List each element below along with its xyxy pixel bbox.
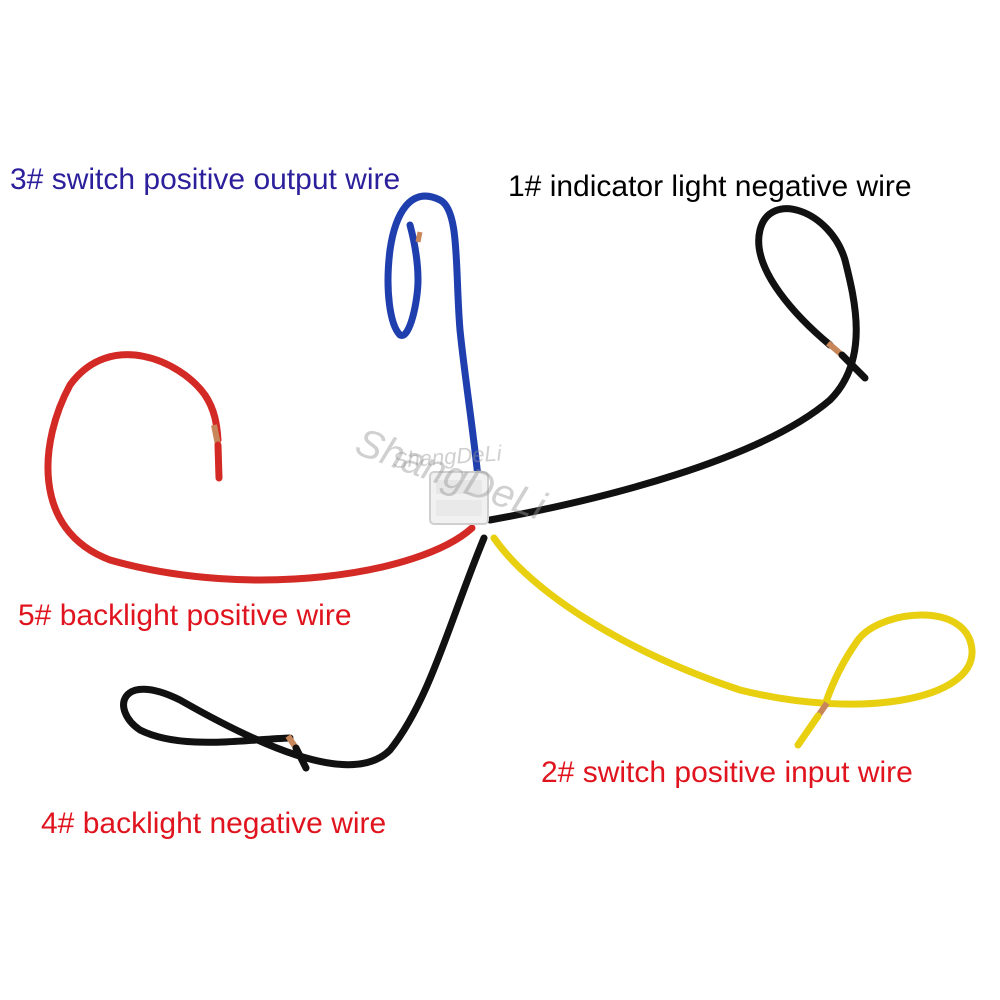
blue-wire: [384, 192, 486, 519]
black-wire-4-end: [292, 744, 310, 772]
black-wire-4: [120, 534, 488, 769]
label-backlight-negative: 4# backlight negative wire: [41, 807, 387, 840]
black-wire-1: [486, 205, 860, 524]
label-indicator-negative: 1# indicator light negative wire: [508, 170, 912, 203]
label-switch-positive-output: 3# switch positive output wire: [10, 163, 401, 196]
black-wire-1-end: [838, 351, 869, 382]
blue-wire-copper-tip: [415, 231, 423, 243]
label-switch-positive-input: 2# switch positive input wire: [541, 756, 913, 789]
label-backlight-positive: 5# backlight positive wire: [18, 599, 352, 632]
connector-block: [429, 471, 489, 525]
yellow-wire-end: [794, 712, 822, 749]
red-wire: [44, 351, 476, 584]
yellow-wire: [490, 534, 976, 709]
red-wire-end: [214, 441, 223, 482]
